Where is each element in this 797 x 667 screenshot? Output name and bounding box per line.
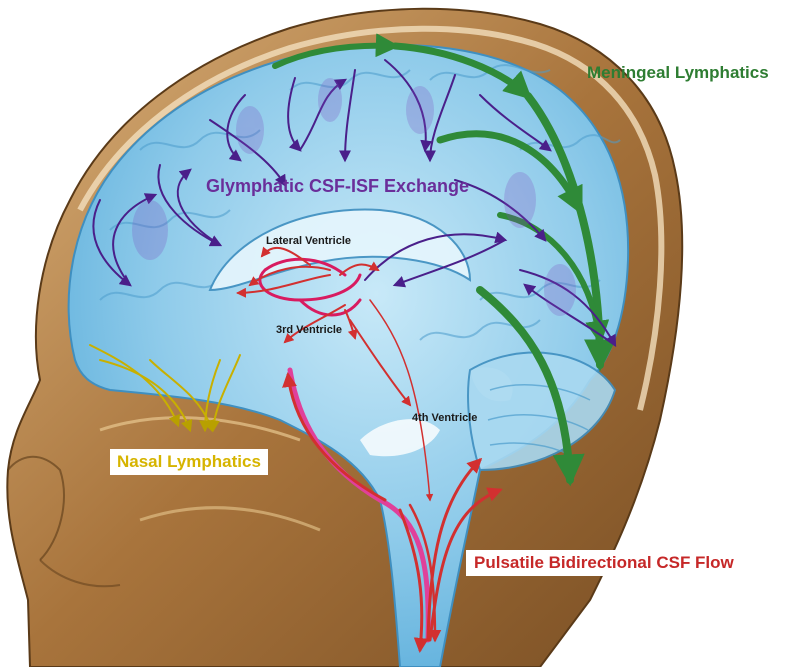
nasal-lymphatics-label: Nasal Lymphatics xyxy=(110,449,268,475)
pulsatile-csf-flow-label: Pulsatile Bidirectional CSF Flow xyxy=(466,550,742,576)
pulsatile-csf-arrows xyxy=(236,246,503,653)
meningeal-flow-arrows xyxy=(272,33,616,487)
nasal-flow-arrows xyxy=(89,344,241,433)
third-ventricle-label: 3rd Ventricle xyxy=(276,324,343,336)
lateral-ventricle-label: Lateral Ventricle xyxy=(266,235,351,247)
fourth-ventricle-label: 4th Ventricle xyxy=(412,412,478,424)
meningeal-lymphatics-label: Meningeal Lymphatics xyxy=(587,63,769,82)
glymphatic-flow-arrows xyxy=(92,59,617,348)
glymphatic-exchange-label: Glymphatic CSF-ISF Exchange xyxy=(206,176,470,196)
